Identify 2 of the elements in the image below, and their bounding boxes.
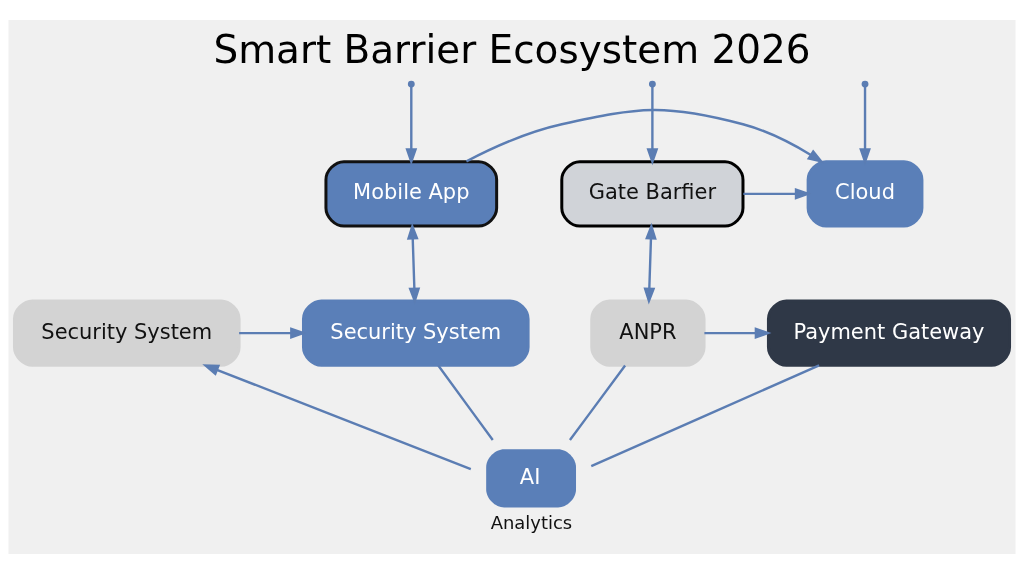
diagram-title: Smart Barrier Ecosystem 2026: [213, 27, 811, 73]
node-label: Analytics: [490, 512, 573, 534]
